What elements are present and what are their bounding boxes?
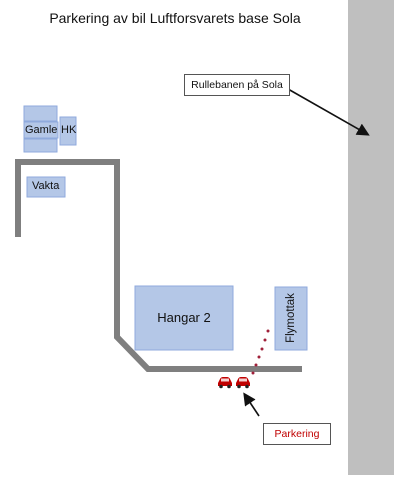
buildings	[23, 105, 308, 351]
map-title: Parkering av bil Luftforsvarets base Sol…	[49, 10, 301, 26]
road-main	[15, 159, 302, 372]
building-gamle-top	[23, 105, 58, 122]
building-flymottak	[274, 286, 308, 351]
parking-callout: Parkering	[263, 423, 331, 445]
building-gamle-bottom	[23, 138, 58, 153]
label-hangar-2: Hangar 2	[157, 310, 211, 325]
arrow-icon	[287, 88, 370, 136]
label-gamle: Gamle	[25, 124, 58, 136]
building-hangar-2	[134, 285, 234, 351]
car-icon	[218, 377, 232, 389]
building-hk	[59, 116, 77, 146]
arrow-icon	[243, 392, 260, 417]
label-hk: HK	[61, 124, 77, 136]
car-icon	[236, 377, 250, 389]
runway-strip	[348, 0, 394, 475]
label-flymottak: Flymottak	[285, 293, 297, 343]
walking-path	[251, 329, 270, 375]
building-vakta	[26, 176, 66, 198]
runway-callout: Rullebanen på Sola	[184, 74, 290, 96]
road-network	[15, 159, 302, 372]
label-vakta: Vakta	[32, 180, 60, 192]
building-gamle	[23, 121, 59, 139]
